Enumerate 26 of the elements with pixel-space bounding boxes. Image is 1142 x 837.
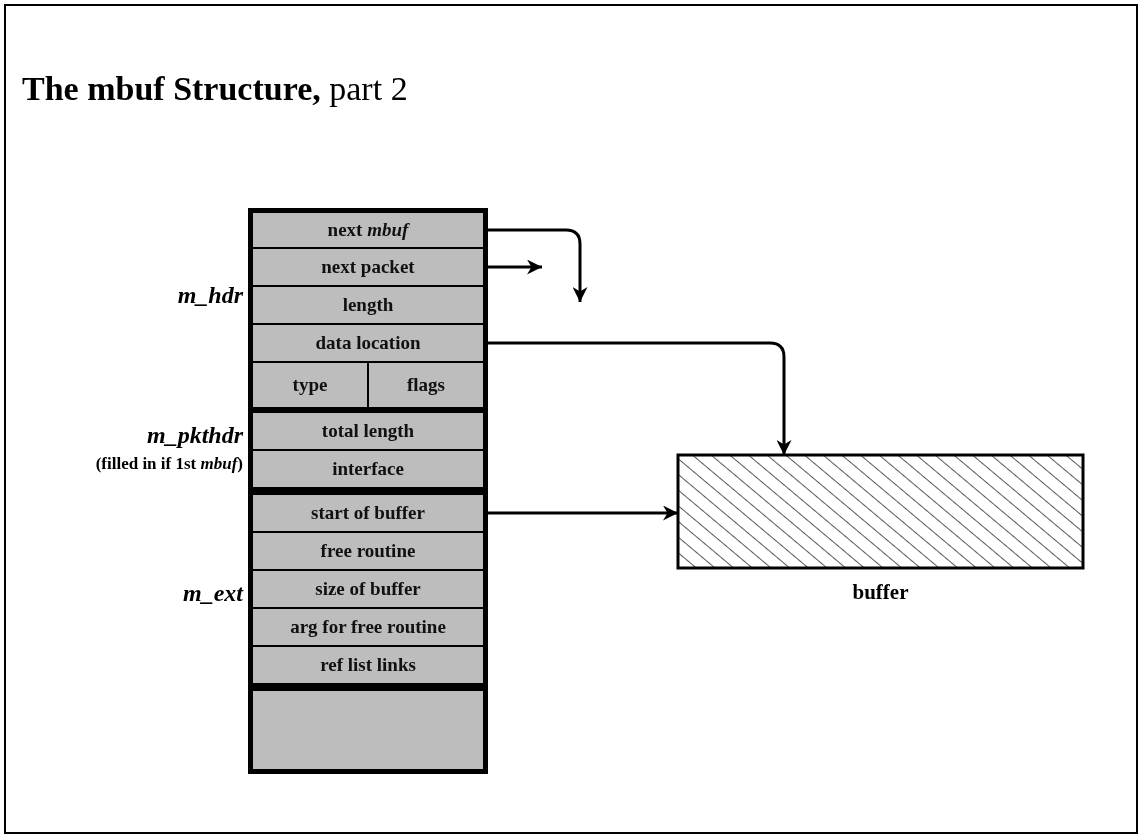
field-cell: next packet — [253, 249, 483, 285]
arrow — [488, 341, 792, 455]
field-cell: data location — [253, 325, 483, 361]
field-cell: type — [253, 363, 367, 407]
note-text: (filled in if 1st mbuf) — [95, 454, 243, 474]
field-cell: interface — [253, 451, 483, 487]
field-cell: size of buffer — [253, 571, 483, 607]
field-cell: length — [253, 287, 483, 323]
mbuf-structure-box — [248, 208, 488, 774]
data-area — [253, 691, 483, 769]
buffer-block — [676, 453, 1085, 570]
field-cell: free routine — [253, 533, 483, 569]
field-cell: ref list links — [253, 647, 483, 683]
field-cell: arg for free routine — [253, 609, 483, 645]
field-cell: total length — [253, 413, 483, 449]
group-label: m_pkthdr — [146, 422, 243, 449]
buffer-caption: buffer — [851, 580, 910, 605]
arrow — [488, 259, 542, 275]
arrow — [488, 228, 588, 302]
slide-title: The mbuf Structure, part 2 — [22, 70, 408, 108]
group-label: m_ext — [183, 580, 243, 607]
arrow — [488, 505, 678, 521]
group-label: m_hdr — [177, 282, 243, 309]
field-cell: start of buffer — [253, 495, 483, 531]
field-cell: next mbuf — [253, 213, 483, 247]
field-cell: flags — [369, 363, 483, 407]
